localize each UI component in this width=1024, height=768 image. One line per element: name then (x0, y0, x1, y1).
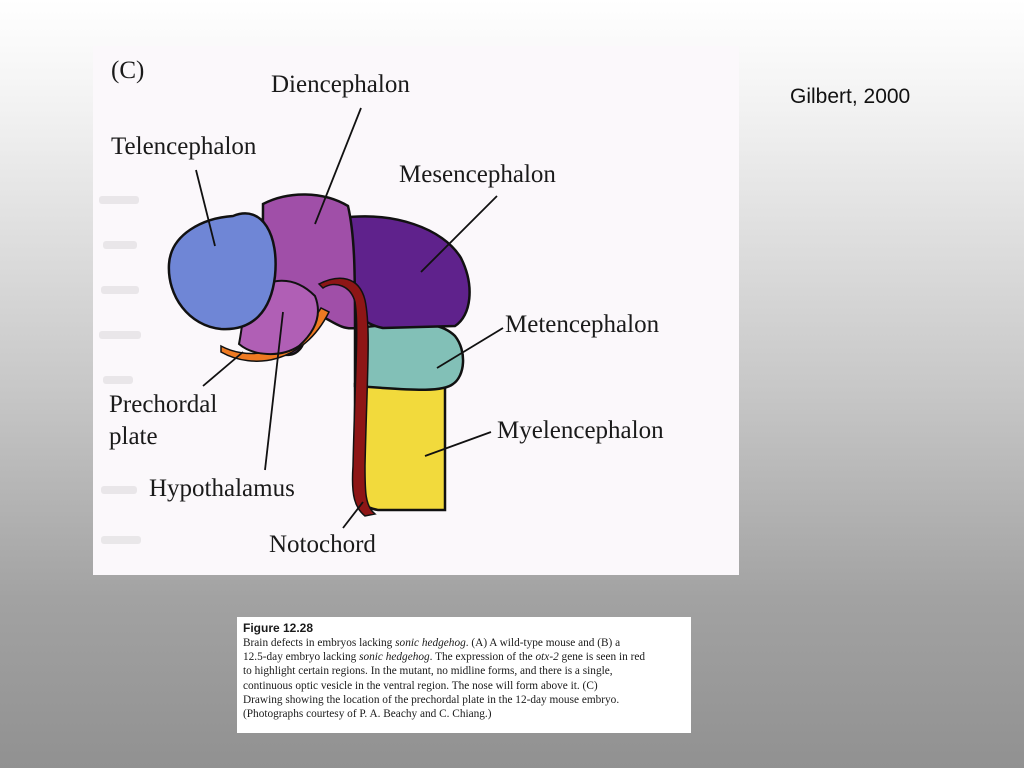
label-prechordal: Prechordal (109, 391, 217, 418)
caption-line-1: Brain defects in embryos lacking sonic h… (243, 637, 621, 649)
label-myelencephalon: Myelencephalon (497, 417, 664, 444)
metencephalon-region (353, 322, 465, 392)
brain-diagram-panel: (C) Diencephalon Telencephalon Mesenceph… (93, 46, 739, 575)
caption-line-6: (Photographs courtesy of P. A. Beachy an… (243, 708, 492, 721)
label-notochord: Notochord (269, 531, 376, 558)
label-mesencephalon: Mesencephalon (399, 161, 556, 188)
caption-line-3: to highlight certain regions. In the mut… (243, 665, 613, 678)
figure-caption: Figure 12.28 Brain defects in embryos la… (237, 617, 691, 733)
author-credit: Gilbert, 2000 (790, 85, 911, 108)
caption-line-2: 12.5-day embryo lacking sonic hedgehog. … (243, 651, 645, 664)
label-plate: plate (109, 423, 158, 450)
label-hypothalamus: Hypothalamus (149, 475, 295, 502)
caption-line-5: Drawing showing the location of the prec… (243, 693, 620, 706)
scan-texture (99, 196, 141, 544)
telencephalon-region (167, 212, 277, 331)
myelencephalon-region (353, 382, 447, 512)
brain-diagram: (C) Diencephalon Telencephalon Mesenceph… (99, 57, 664, 558)
notochord (317, 277, 377, 517)
label-metencephalon: Metencephalon (505, 311, 660, 338)
caption-line-4: continuous optic vesicle in the ventral … (243, 679, 598, 692)
caption-title: Figure 12.28 (243, 621, 314, 635)
label-telencephalon: Telencephalon (111, 133, 257, 160)
label-diencephalon: Diencephalon (271, 71, 410, 98)
panel-tag: (C) (111, 57, 144, 84)
leader-lines (195, 107, 504, 529)
